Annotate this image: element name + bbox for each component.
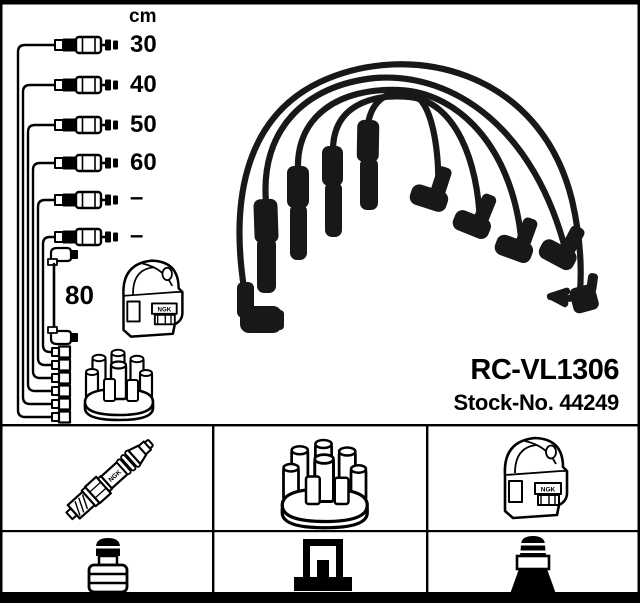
terminal-icon: [50, 371, 72, 385]
cable-icon: [53, 35, 120, 55]
cable: [329, 93, 484, 228]
part-number: RC-VL1306: [470, 354, 619, 386]
cable: [262, 74, 570, 256]
legend-row-rule: [0, 530, 640, 533]
legend-top-rule: [0, 424, 640, 427]
length-unit-header: cm: [129, 6, 157, 27]
terminal-icon: [50, 397, 72, 411]
legend-col-rule-1: [212, 424, 215, 592]
terminal-icon: [50, 384, 72, 398]
legend-cell-spark-plug: NGK: [65, 439, 154, 521]
coil-end-connector: [546, 273, 599, 314]
distributor-cap-icon: [280, 438, 369, 530]
legend-col-rule-2: [426, 424, 429, 592]
spark-plug-boots: [237, 119, 380, 333]
cable: [364, 89, 442, 201]
cable-length-1: 30: [130, 31, 157, 58]
terminal-icon: [50, 358, 72, 372]
legend-cell-coil-connector: [510, 536, 556, 594]
cables: [236, 61, 584, 296]
legend-cell-distributor-cap: [280, 438, 369, 530]
coil-connector-icon: [510, 536, 556, 594]
cable-icon: [53, 75, 120, 95]
stock-number: Stock-No. 44249: [453, 390, 620, 415]
coil-wire-icon: [46, 246, 80, 346]
spark-plug-connector-icon: [87, 538, 129, 594]
cable-icon: [53, 190, 120, 210]
distributor-connector-icon: [294, 539, 352, 591]
cable-icon: [53, 227, 120, 247]
cable-length-5: –: [130, 184, 144, 211]
terminal-icon: [50, 410, 72, 424]
length-schematic: [16, 35, 184, 424]
cable-icon: [53, 153, 120, 173]
cable-set-photo: [236, 61, 599, 333]
spark-plug-icon: NGK: [65, 439, 154, 521]
ignition-coil-drawing: [122, 259, 184, 338]
cable-icon: [53, 115, 120, 135]
terminal-icon: [50, 345, 72, 359]
cable-length-4: 60: [130, 149, 157, 176]
cable-routing-lines: [16, 43, 57, 419]
legend-cell-plug-connector: [87, 538, 129, 594]
cable-length-6: –: [130, 222, 144, 249]
ignition-coil-icon: [503, 436, 569, 520]
cable-length-3: 50: [130, 111, 157, 138]
distributor-cap-drawing: [83, 348, 155, 422]
cable-length-2: 40: [130, 71, 157, 98]
coil-cable-length: 80: [65, 280, 94, 310]
legend-cell-distributor-connector: [294, 539, 352, 591]
legend-cell-ignition-coil: [503, 436, 569, 520]
cable: [236, 61, 584, 296]
